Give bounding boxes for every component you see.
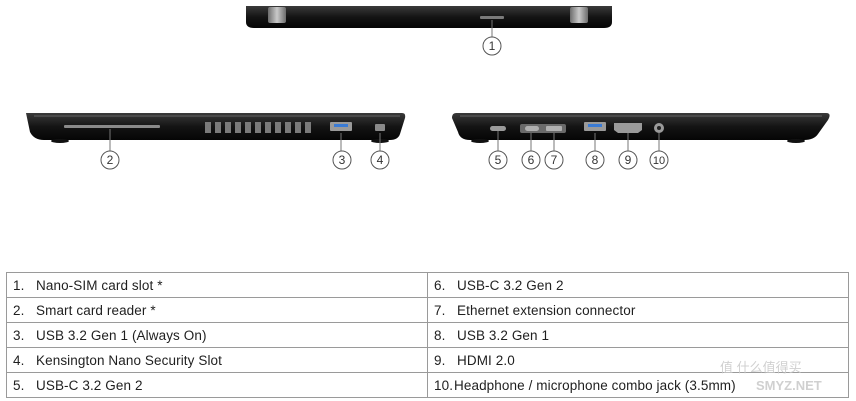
callout-7-label: 7 (551, 153, 558, 167)
right-hinge (570, 7, 588, 23)
callout-1: 1 (482, 36, 502, 56)
item-label: Nano-SIM card slot * (36, 277, 163, 293)
legend-cell: 8. USB 3.2 Gen 1 (427, 322, 849, 348)
callout-9-label: 9 (625, 153, 632, 167)
item-number: 9. (434, 352, 446, 368)
item-number: 3. (13, 327, 25, 343)
legend-cell: 6. USB-C 3.2 Gen 2 (427, 272, 849, 298)
legend-cell: 7. Ethernet extension connector (427, 297, 849, 323)
item-label: Headphone / microphone combo jack (3.5mm… (454, 377, 736, 393)
laptop-right-side-view (452, 113, 830, 143)
usb-c-port-a (490, 126, 506, 131)
callout-4: 4 (370, 150, 390, 170)
item-number: 4. (13, 352, 25, 368)
table-row: 3. USB 3.2 Gen 1 (Always On) 8. USB 3.2 Ge… (6, 322, 849, 348)
item-number: 2. (13, 302, 25, 318)
item-label: USB-C 3.2 Gen 2 (457, 277, 564, 293)
laptop-rear-view (246, 6, 612, 28)
table-row: 1. Nano-SIM card slot * 6. USB-C 3.2 Gen 2 (6, 272, 849, 298)
legend-cell: 4. Kensington Nano Security Slot (6, 347, 428, 373)
kensington-slot (375, 124, 385, 131)
legend-cell: 1. Nano-SIM card slot * (6, 272, 428, 298)
callout-7: 7 (544, 150, 564, 170)
item-label: USB-C 3.2 Gen 2 (36, 377, 143, 393)
callout-3-label: 3 (339, 153, 346, 167)
callout-2-label: 2 (107, 153, 114, 167)
item-number: 1. (13, 277, 25, 293)
table-row: 4. Kensington Nano Security Slot 9. HDMI 2… (6, 347, 849, 373)
table-row: 5. USB-C 3.2 Gen 2 10.Headphone / microph… (6, 372, 849, 398)
item-label: USB 3.2 Gen 1 (Always On) (36, 327, 207, 343)
laptop-left-side-view (26, 113, 406, 143)
legend-cell: 10.Headphone / microphone combo jack (3.… (427, 372, 849, 398)
laptop-ports-diagram: 1 2 3 4 5 6 7 8 9 10 (26, 6, 830, 170)
item-label: Kensington Nano Security Slot (36, 352, 223, 368)
callout-5: 5 (488, 150, 508, 170)
callout-8-label: 8 (592, 153, 599, 167)
legend-cell: 3. USB 3.2 Gen 1 (Always On) (6, 322, 428, 348)
item-number: 5. (13, 377, 25, 393)
callout-9: 9 (618, 150, 638, 170)
callout-6: 6 (521, 150, 541, 170)
hdmi-port (614, 123, 642, 133)
vent-grille (205, 122, 311, 133)
item-number: 7. (434, 302, 446, 318)
item-label: Ethernet extension connector (457, 302, 636, 318)
callout-8: 8 (585, 150, 605, 170)
nano-sim-slot (480, 16, 504, 19)
legend-cell: 2. Smart card reader * (6, 297, 428, 323)
callout-10: 10 (649, 150, 669, 170)
item-label: Smart card reader * (36, 302, 156, 318)
callout-6-label: 6 (528, 153, 535, 167)
item-number: 10. (434, 377, 454, 393)
legend-cell: 5. USB-C 3.2 Gen 2 (6, 372, 428, 398)
smart-card-slot (64, 125, 160, 128)
callout-4-label: 4 (377, 153, 384, 167)
callout-3: 3 (332, 150, 352, 170)
callout-2: 2 (100, 150, 120, 170)
legend-cell: 9. HDMI 2.0 (427, 347, 849, 373)
item-label: HDMI 2.0 (457, 352, 515, 368)
item-number: 6. (434, 277, 446, 293)
leader-lines (109, 20, 660, 151)
item-label: USB 3.2 Gen 1 (457, 327, 550, 343)
callout-5-label: 5 (495, 153, 502, 167)
table-row: 2. Smart card reader * 7. Ethernet extensi… (6, 297, 849, 323)
item-number: 8. (434, 327, 446, 343)
callout-1-label: 1 (489, 39, 496, 53)
usb-c-port-b (525, 126, 539, 131)
left-hinge (268, 7, 286, 23)
ports-legend-table: 1. Nano-SIM card slot * 6. USB-C 3.2 Gen 2… (6, 272, 849, 398)
callout-10-label: 10 (653, 155, 665, 167)
